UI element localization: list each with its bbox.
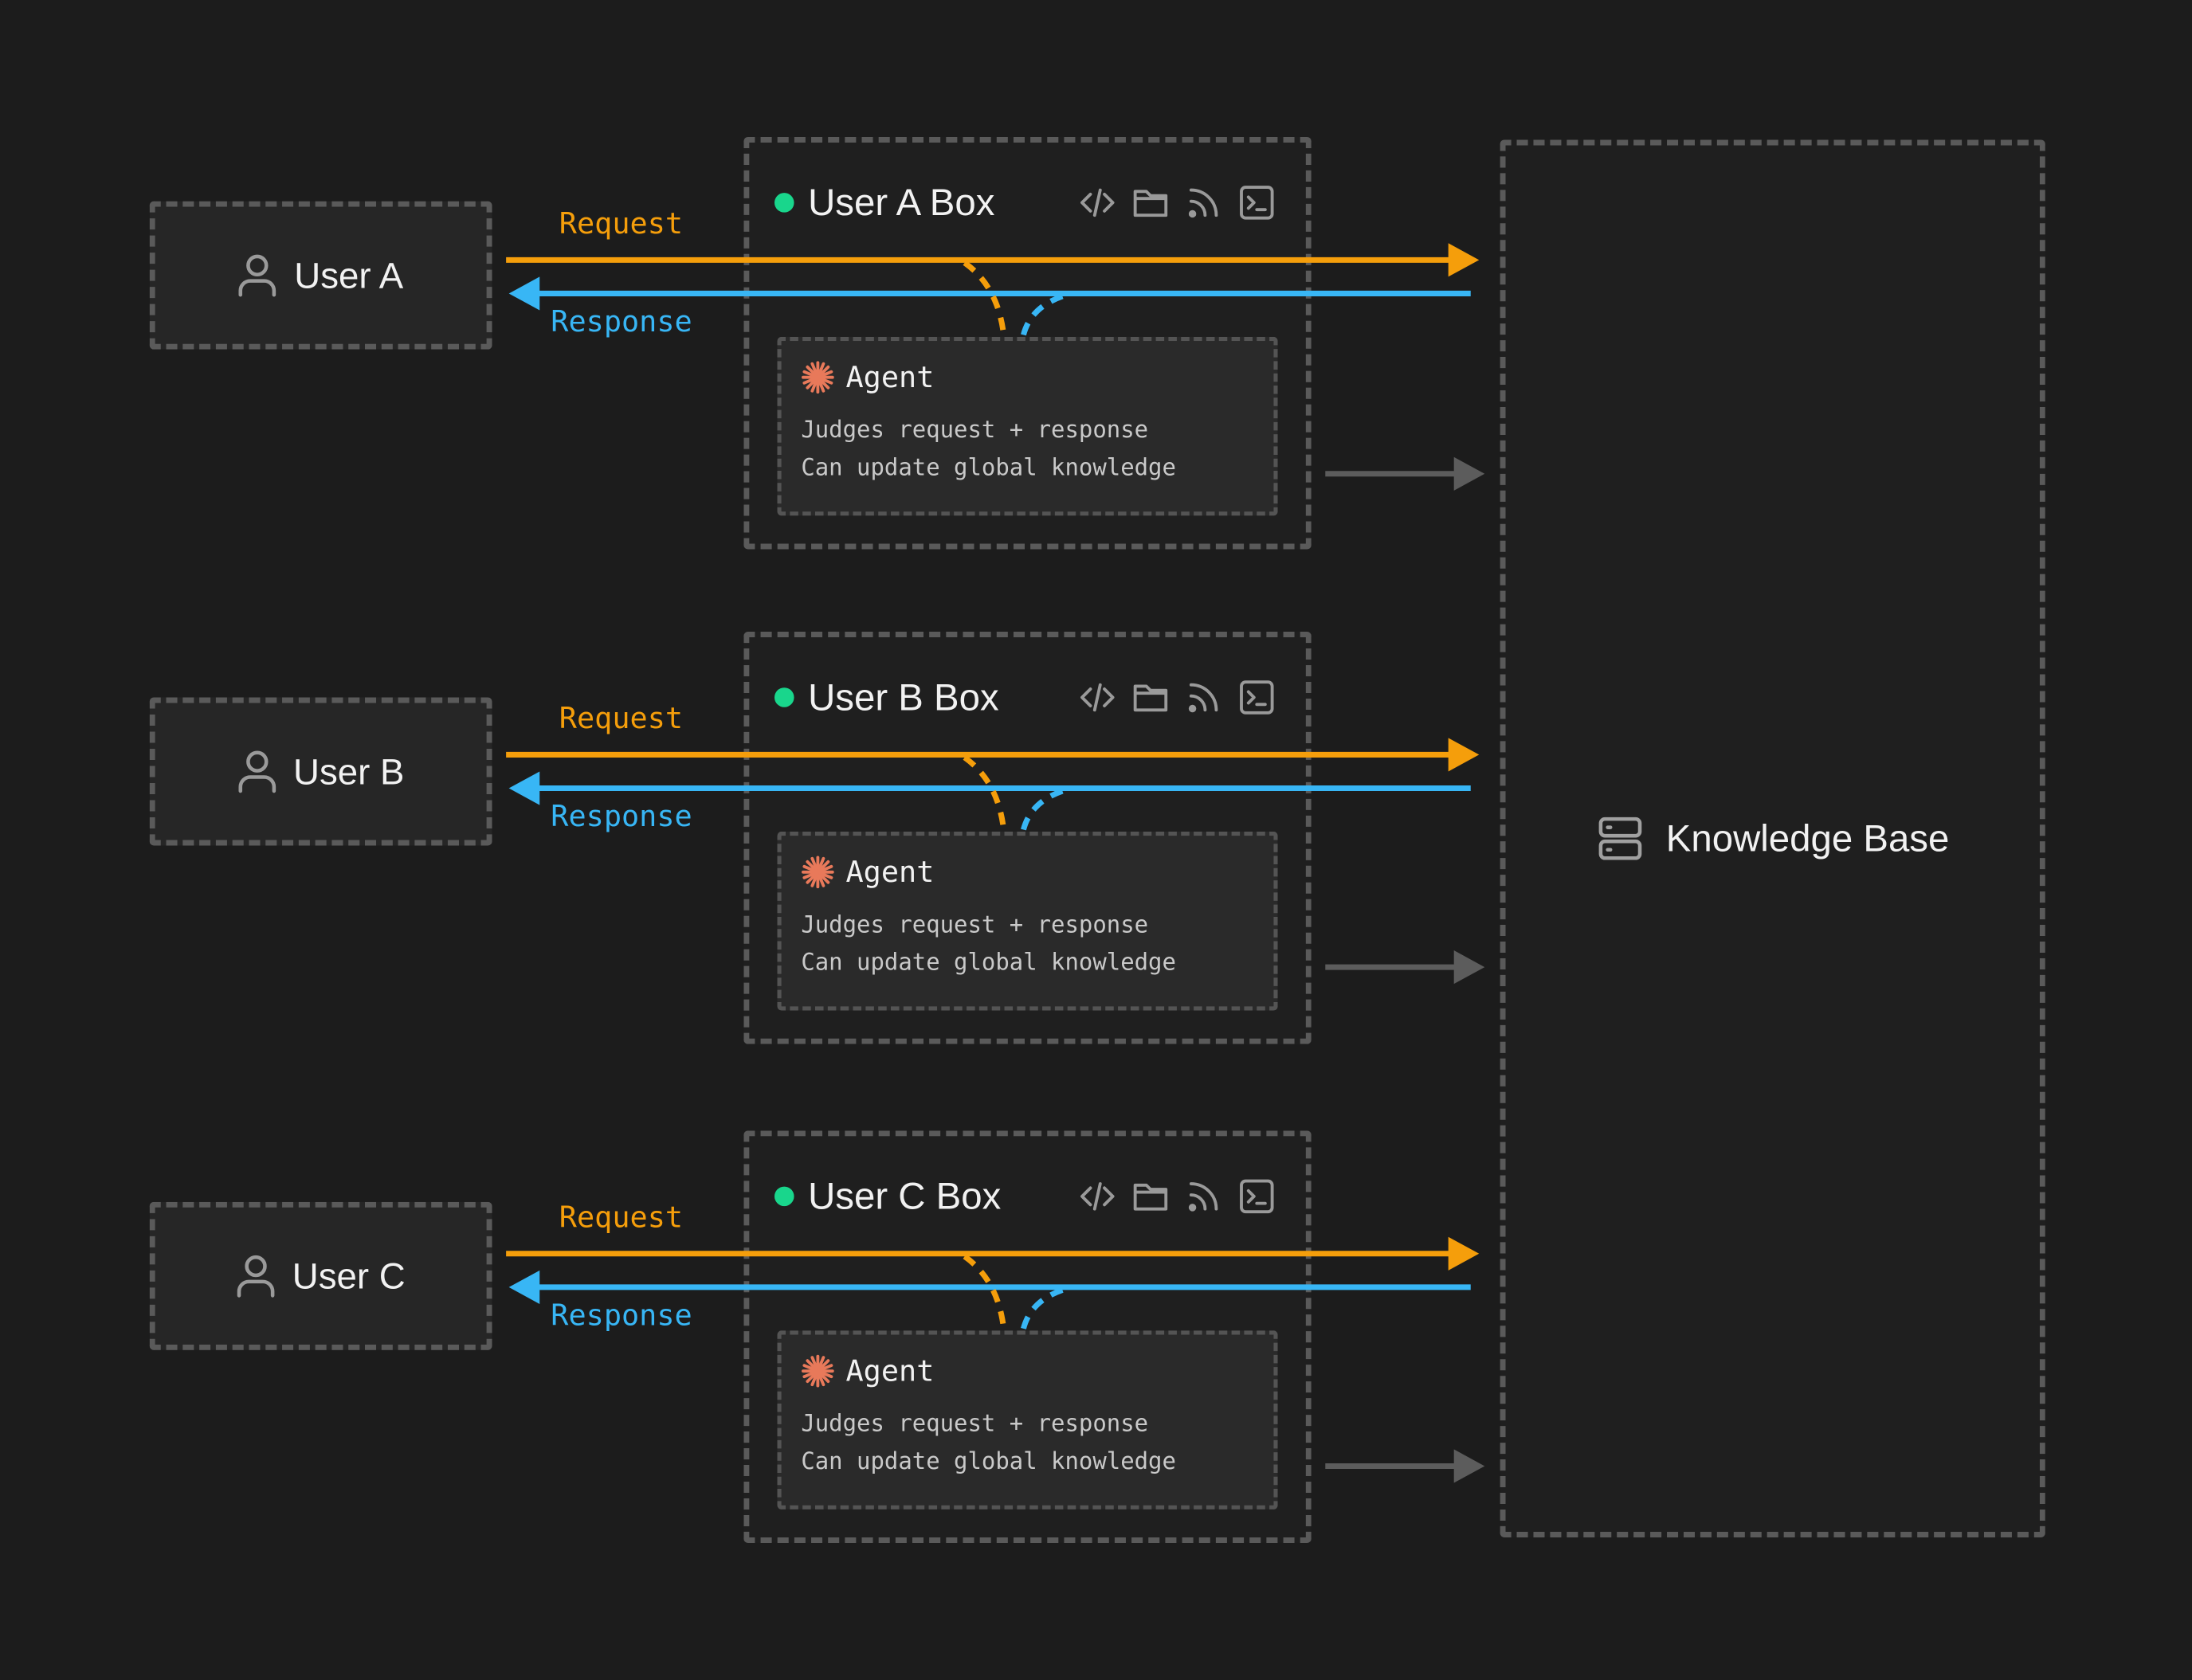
agent-header: Agent <box>801 856 1253 889</box>
agent-title: Agent <box>845 1354 935 1388</box>
agent-card: Agent Judges request + response Can upda… <box>777 831 1278 1011</box>
agent-card: Agent Judges request + response Can upda… <box>777 336 1278 516</box>
agent-header: Agent <box>801 361 1253 394</box>
request-arrowhead <box>1448 738 1480 772</box>
agent-header: Agent <box>801 1354 1253 1388</box>
user-icon <box>237 749 276 793</box>
response-arrowhead <box>508 771 540 805</box>
tool-icons <box>1079 185 1275 221</box>
response-label: Response <box>551 799 692 833</box>
knowledge-base: Knowledge Base <box>1500 139 2045 1537</box>
user-name: User C <box>292 1254 406 1297</box>
response-arrowhead <box>508 276 540 311</box>
user-node: User A <box>149 201 492 350</box>
rss-icon[interactable] <box>1186 185 1222 221</box>
request-label: Request <box>559 1200 684 1235</box>
sandbox-header: User B Box <box>774 665 1275 730</box>
knowledge-update-arrowhead <box>1453 950 1485 985</box>
terminal-icon[interactable] <box>1238 1178 1275 1215</box>
sandbox-header: User C Box <box>774 1164 1275 1228</box>
agent-description: Judges request + response <box>801 416 1149 444</box>
code-icon[interactable] <box>1079 1178 1116 1215</box>
sandbox-title: User A Box <box>808 181 995 223</box>
status-dot <box>774 193 794 213</box>
agent-description: Can update global knowledge <box>801 454 1176 481</box>
response-label: Response <box>551 304 692 339</box>
asterisk-icon <box>801 361 834 394</box>
sandbox-title: User B Box <box>808 676 999 718</box>
tool-icons <box>1079 1178 1275 1215</box>
sandbox-header: User A Box <box>774 170 1275 235</box>
user-sandbox-box: User B Box <box>743 632 1312 1044</box>
request-arrowhead <box>1448 243 1480 277</box>
agent-card: Agent Judges request + response Can upda… <box>777 1330 1278 1510</box>
tool-icons <box>1079 679 1275 716</box>
asterisk-icon <box>801 1354 834 1388</box>
terminal-icon[interactable] <box>1238 185 1275 221</box>
agent-title: Agent <box>845 855 935 889</box>
status-dot <box>774 1186 794 1207</box>
code-icon[interactable] <box>1079 185 1116 221</box>
agent-description: Can update global knowledge <box>801 949 1176 976</box>
server-icon <box>1596 815 1644 863</box>
request-label: Request <box>559 206 684 241</box>
terminal-icon[interactable] <box>1238 679 1275 716</box>
agent-description: Judges request + response <box>801 910 1149 938</box>
user-name: User A <box>294 253 404 296</box>
user-icon <box>237 1254 276 1298</box>
response-arrowhead <box>508 1270 540 1304</box>
user-sandbox-box: User C Box <box>743 1130 1312 1543</box>
user-node: User B <box>149 697 492 846</box>
code-icon[interactable] <box>1079 679 1116 716</box>
user-sandbox-box: User A Box <box>743 136 1312 550</box>
agent-description: Can update global knowledge <box>801 1447 1176 1474</box>
knowledge-update-arrowhead <box>1453 456 1485 491</box>
folder-icon[interactable] <box>1132 679 1169 716</box>
rss-icon[interactable] <box>1186 1178 1222 1215</box>
user-icon <box>238 253 277 298</box>
knowledge-update-arrowhead <box>1453 1449 1485 1483</box>
user-name: User B <box>293 750 405 792</box>
folder-icon[interactable] <box>1132 1178 1169 1215</box>
agent-title: Agent <box>845 360 935 394</box>
asterisk-icon <box>801 856 834 889</box>
sandbox-title: User C Box <box>808 1174 1002 1217</box>
folder-icon[interactable] <box>1132 185 1169 221</box>
knowledge-base-label: Knowledge Base <box>1665 817 1950 860</box>
response-label: Response <box>551 1298 692 1333</box>
request-label: Request <box>559 701 684 735</box>
rss-icon[interactable] <box>1186 679 1222 716</box>
status-dot <box>774 687 794 707</box>
agent-description: Judges request + response <box>801 1410 1149 1437</box>
request-arrowhead <box>1448 1236 1480 1271</box>
user-node: User C <box>149 1201 492 1350</box>
